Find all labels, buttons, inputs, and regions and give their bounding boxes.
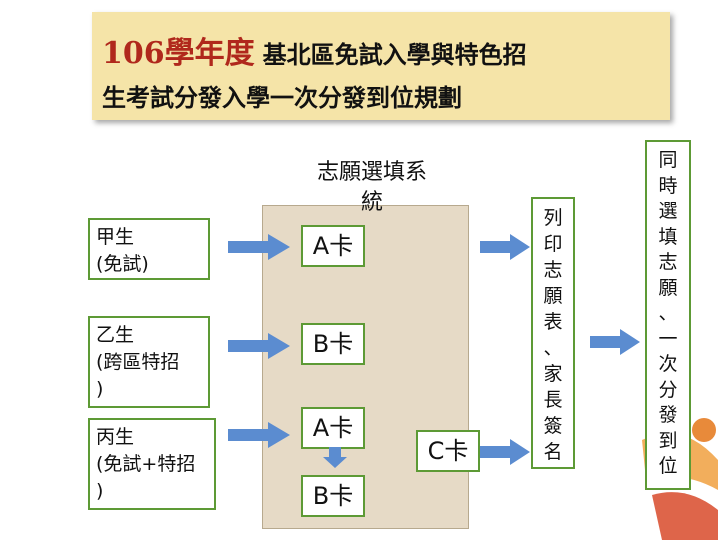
arrow-right-icon	[228, 234, 290, 260]
print-form-box: 列 印 志 願 表 、 家 長 簽 名	[531, 197, 575, 469]
student-type: (跨區特招	[96, 351, 180, 373]
arrow-right-icon	[590, 329, 640, 355]
student-box-c: 丙生 (免試+特招 )	[88, 418, 216, 510]
card-a: A卡	[301, 407, 365, 449]
title-line-2: 生考試分發入學一次分發到位規劃	[102, 84, 462, 112]
arrow-down-icon	[323, 447, 347, 468]
title-line-1: 106學年度基北區免試入學與特色招	[102, 28, 527, 72]
title-text-1: 基北區免試入學與特色招	[262, 41, 527, 69]
card-a: A卡	[301, 225, 365, 267]
student-name: 丙生	[96, 426, 135, 448]
student-name: 乙生	[96, 324, 135, 346]
student-type-end: )	[96, 480, 104, 502]
student-type: (免試)	[96, 253, 149, 275]
arrow-right-icon	[480, 439, 530, 465]
title-banner: 106學年度基北區免試入學與特色招 生考試分發入學一次分發到位規劃	[92, 12, 670, 120]
student-name: 甲生	[96, 226, 135, 248]
arrow-right-icon	[480, 234, 530, 260]
card-b: B卡	[301, 323, 365, 365]
simultaneous-fill-box: 同 時 選 填 志 願 、 一 次 分 發 到 位	[645, 140, 691, 490]
student-type-end: )	[96, 378, 104, 400]
student-box-a: 甲生 (免試)	[88, 218, 210, 280]
arrow-right-icon	[228, 333, 290, 359]
arrow-right-icon	[228, 422, 290, 448]
system-label: 志願選填系 統	[316, 160, 427, 215]
card-b: B卡	[301, 475, 365, 517]
student-box-b: 乙生 (跨區特招 )	[88, 316, 210, 408]
card-c: C卡	[416, 430, 480, 472]
student-type: (免試+特招	[96, 453, 196, 475]
system-panel	[262, 205, 469, 529]
title-year: 106學年度	[102, 36, 255, 71]
